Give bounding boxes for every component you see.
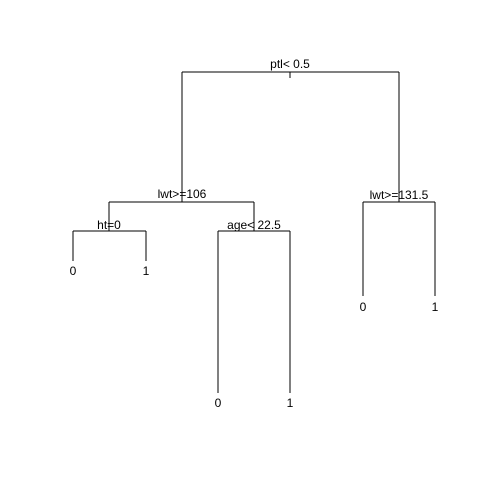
split-label-lwt-131: lwt>=131.5: [370, 188, 429, 202]
leaf-label-lwt-131-left: 0: [360, 300, 367, 314]
split-label-ht: ht=0: [97, 218, 121, 232]
split-lwt-131: lwt>=131.5 0 1: [360, 188, 439, 314]
leaf-label-age-right: 1: [287, 396, 294, 410]
split-age: age< 22.5 0 1: [215, 218, 294, 410]
leaf-label-ht-left: 0: [70, 264, 77, 278]
split-label-ptl: ptl< 0.5: [270, 57, 310, 71]
split-ptl: ptl< 0.5: [181, 57, 400, 202]
split-ht: ht=0 0 1: [70, 218, 150, 278]
leaf-label-age-left: 0: [215, 396, 222, 410]
leaf-label-ht-right: 1: [143, 264, 150, 278]
split-label-lwt-106: lwt>=106: [158, 187, 207, 201]
split-lwt-106: lwt>=106: [108, 187, 255, 231]
leaf-label-lwt-131-right: 1: [432, 300, 439, 314]
split-label-age: age< 22.5: [227, 218, 281, 232]
